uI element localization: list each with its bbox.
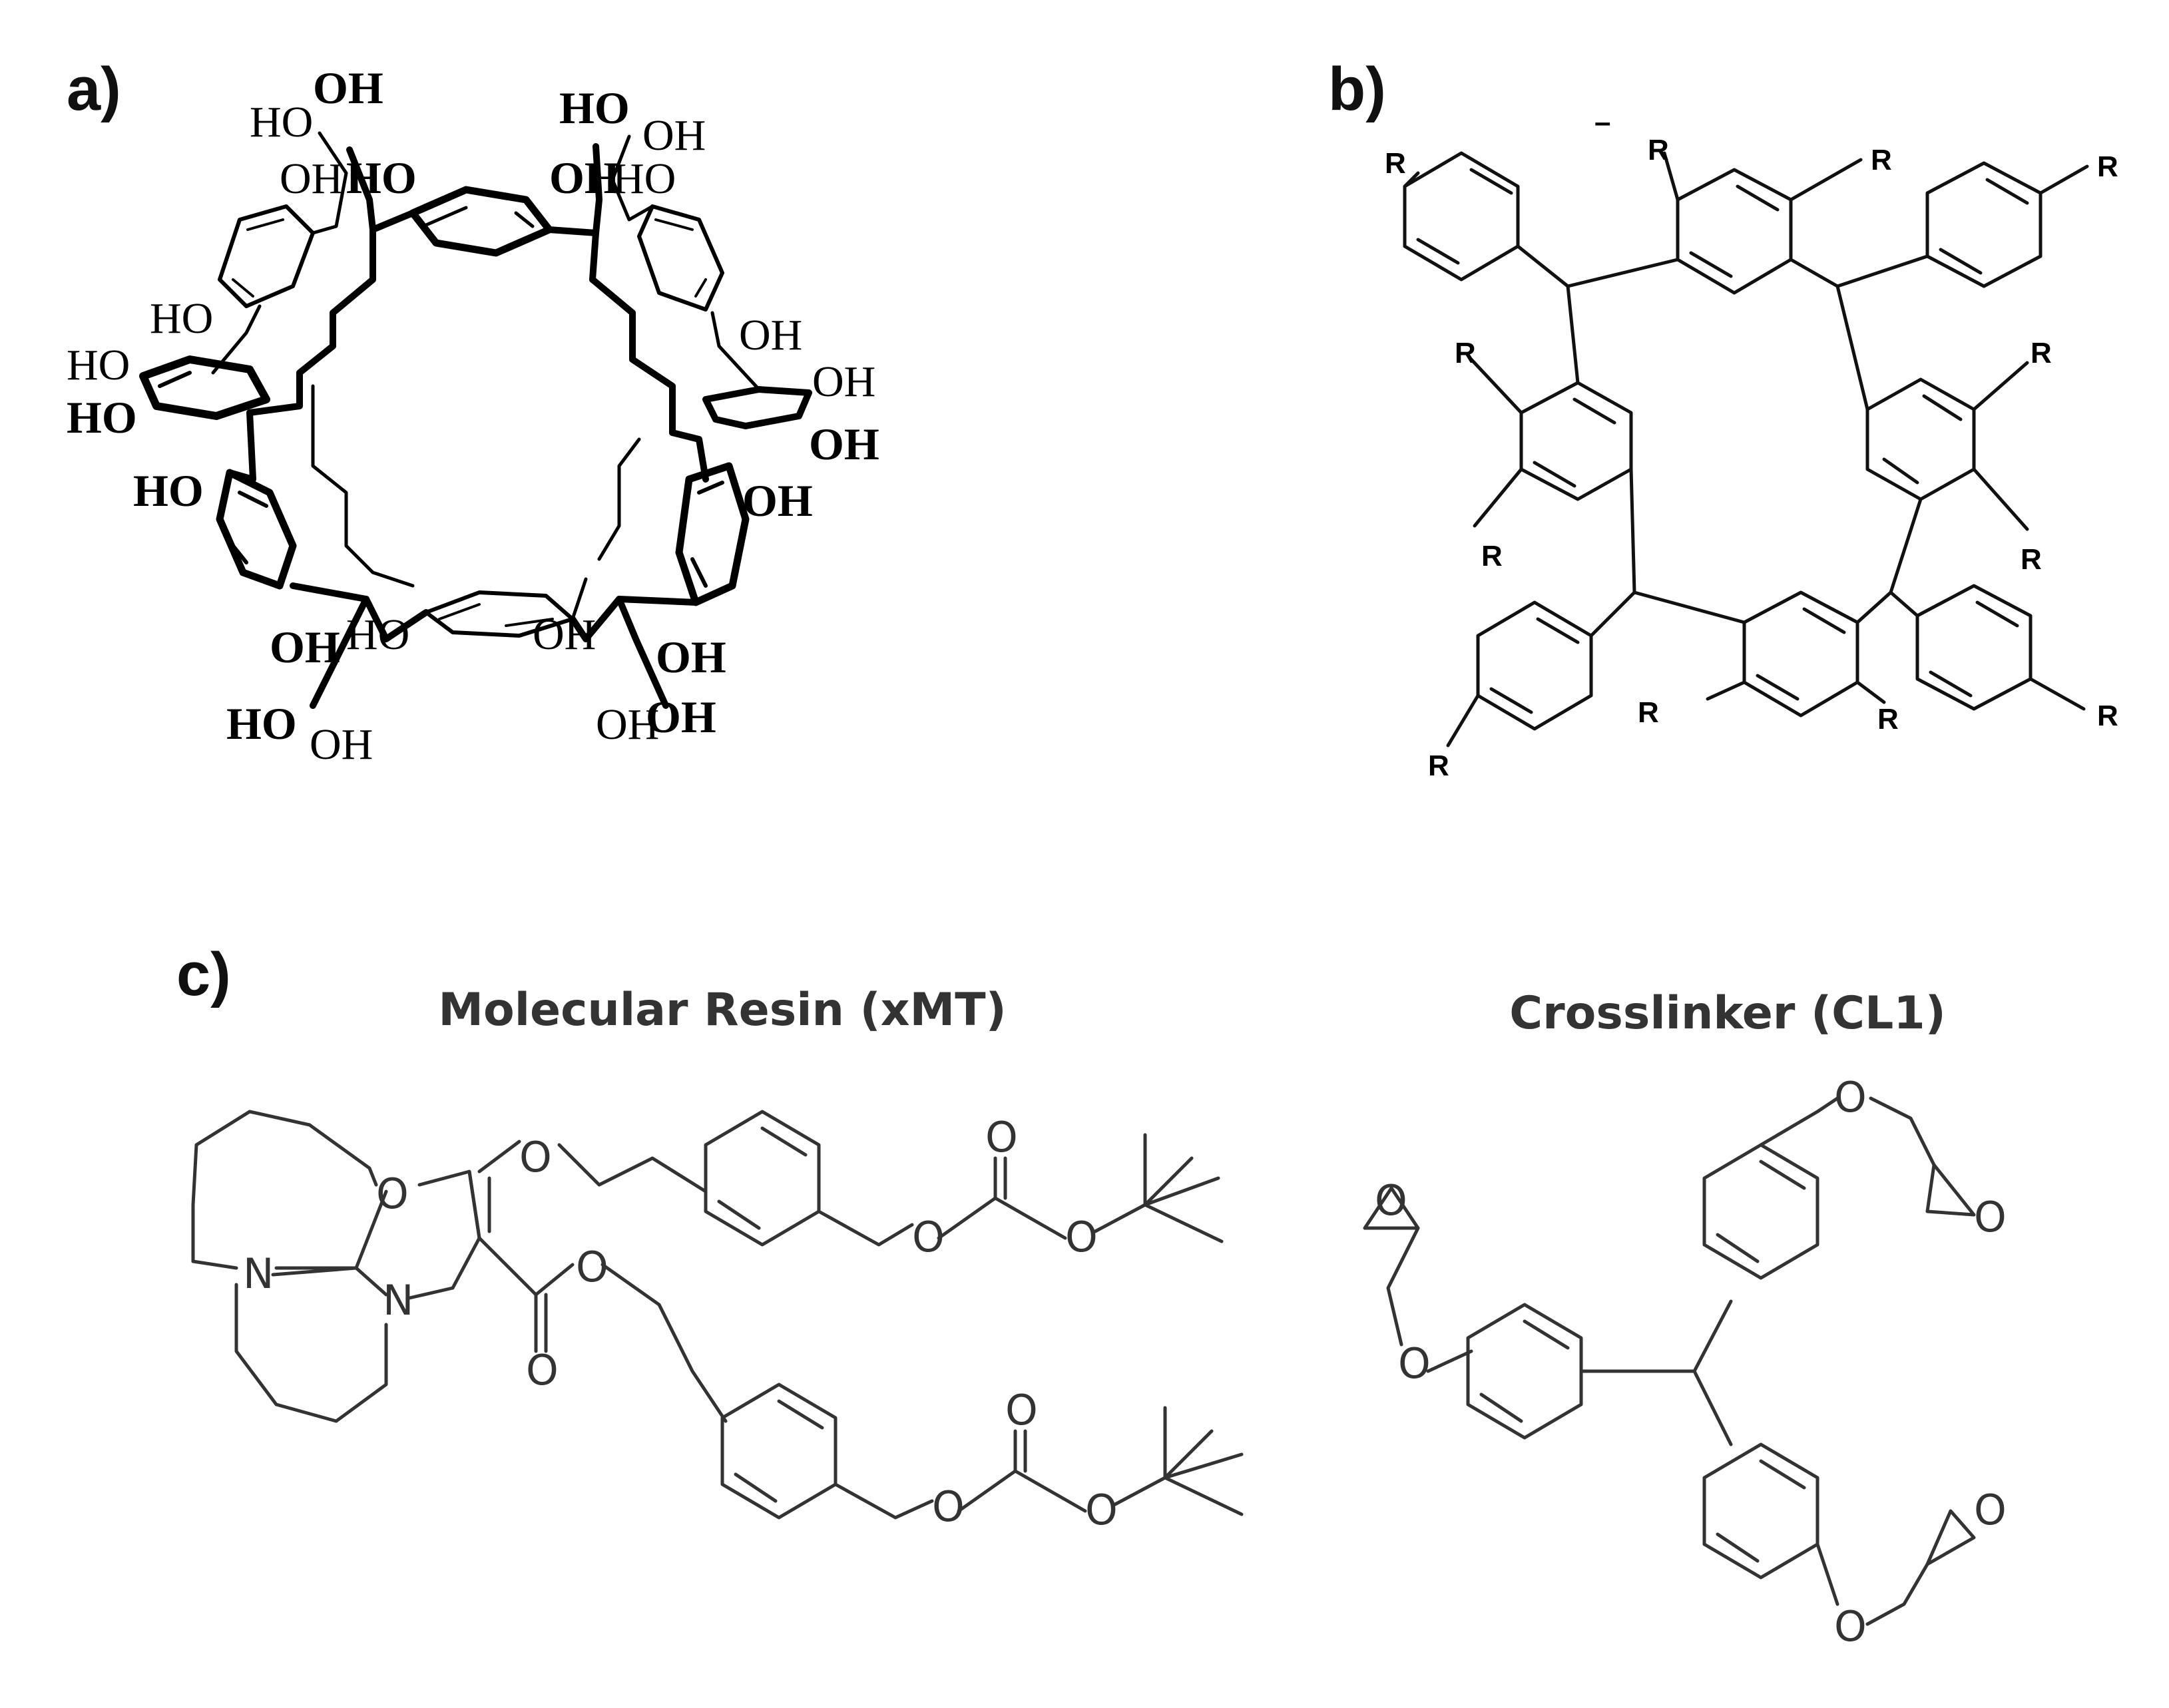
- r-group: R: [1871, 144, 1892, 176]
- atom-oh: OH: [739, 311, 802, 359]
- atom-ho: HO: [250, 98, 313, 146]
- atom-oxygen: O: [985, 1113, 1018, 1162]
- panel-c: c) Molecular Resin (xMT) Crosslinker (CL…: [176, 941, 2007, 1651]
- panel-b-label: b): [1328, 55, 1386, 123]
- atom-oxygen: O: [912, 1213, 945, 1261]
- atom-oh: OH: [742, 475, 813, 526]
- right-lower-ring: [675, 462, 750, 606]
- atom-oxygen: O: [376, 1170, 409, 1218]
- back-chains: [211, 131, 761, 621]
- atom-ho: HO: [346, 152, 417, 203]
- r-group: R: [2031, 337, 2052, 369]
- atom-nitrogen: N: [383, 1276, 413, 1325]
- atom-oh: OH: [533, 610, 596, 659]
- atom-oxygen: O: [1834, 1602, 1867, 1651]
- atom-ho: HO: [226, 698, 297, 749]
- atom-ho: HO: [133, 465, 204, 516]
- r-group: R: [1638, 696, 1659, 729]
- r-group: R: [2097, 150, 2118, 183]
- crosslinker-structure: [1363, 1096, 1976, 1626]
- molecular-resin-structure: [191, 1110, 1244, 1520]
- atom-oh: OH: [812, 357, 875, 406]
- atom-oxygen: O: [1065, 1213, 1098, 1261]
- top-ring: [409, 186, 553, 257]
- right-upper-ring: [637, 204, 724, 312]
- molecular-resin-title: Molecular Resin (xMT): [438, 984, 1006, 1036]
- r-group: R: [1877, 703, 1899, 736]
- atom-oh: OH: [646, 692, 716, 742]
- atom-oxygen: O: [526, 1346, 559, 1394]
- r-group: R: [1385, 147, 1406, 180]
- atom-nitrogen: N: [243, 1249, 274, 1298]
- r-groups: R R R R R R R R R R R R: [1385, 134, 2118, 782]
- atom-ho: HO: [67, 341, 130, 389]
- atom-oh: OH: [549, 152, 620, 203]
- crosslinker-heteroatoms: O O O O O O: [1375, 1073, 2007, 1651]
- atom-oxygen: O: [1974, 1193, 2007, 1241]
- atom-oh: OH: [656, 632, 726, 682]
- r-group: R: [2021, 543, 2042, 576]
- atom-oh: OH: [280, 154, 343, 203]
- left-upper-ring: [218, 204, 315, 308]
- right-middle-ring: [702, 386, 812, 429]
- atom-oh: OH: [809, 419, 879, 469]
- atom-ho: HO: [67, 392, 137, 443]
- resorcinarene-macrocycle: OH HO OH HO HO OH OH HO HO HO HO HO OH O…: [67, 63, 879, 769]
- r-group: R: [1428, 749, 1449, 782]
- panel-c-label: c): [176, 941, 231, 1008]
- atom-oxygen: O: [1085, 1486, 1118, 1534]
- calixarene-framework: [1403, 151, 2089, 747]
- r-group: R: [2097, 700, 2118, 732]
- bridges-and-chains: [226, 143, 709, 709]
- atom-oxygen: O: [576, 1243, 608, 1291]
- panel-a: a): [67, 55, 879, 769]
- minus-mark: –: [1594, 106, 1610, 138]
- atom-oxygen: O: [1398, 1339, 1431, 1388]
- r-group: R: [1648, 134, 1669, 166]
- atom-oh: OH: [313, 63, 383, 113]
- left-middle-ring: [139, 355, 270, 420]
- atom-oh: OH: [270, 622, 340, 672]
- atom-ho: HO: [612, 154, 676, 203]
- atom-ho: HO: [346, 610, 409, 659]
- atom-oxygen: O: [1834, 1073, 1867, 1122]
- atom-oh: OH: [596, 700, 659, 749]
- atom-oh: OH: [642, 111, 706, 160]
- atom-oh: OH: [310, 720, 373, 769]
- atom-oxygen: O: [1974, 1486, 2007, 1534]
- r-group: R: [1455, 337, 1476, 369]
- panel-b: b) –: [1328, 55, 2118, 782]
- atom-oxygen: O: [519, 1133, 552, 1181]
- resin-heteroatoms: O O N N O O O O O O O O: [243, 1113, 1118, 1534]
- panel-a-label: a): [67, 55, 121, 123]
- crosslinker-title: Crosslinker (CL1): [1509, 987, 1946, 1040]
- left-lower-ring: [216, 469, 297, 590]
- atom-ho: HO: [559, 83, 630, 133]
- atom-oxygen: O: [1375, 1176, 1407, 1225]
- atom-oxygen: O: [1005, 1386, 1038, 1434]
- atom-ho: HO: [150, 294, 213, 343]
- r-group: R: [1481, 540, 1503, 572]
- atom-oxygen: O: [932, 1482, 965, 1531]
